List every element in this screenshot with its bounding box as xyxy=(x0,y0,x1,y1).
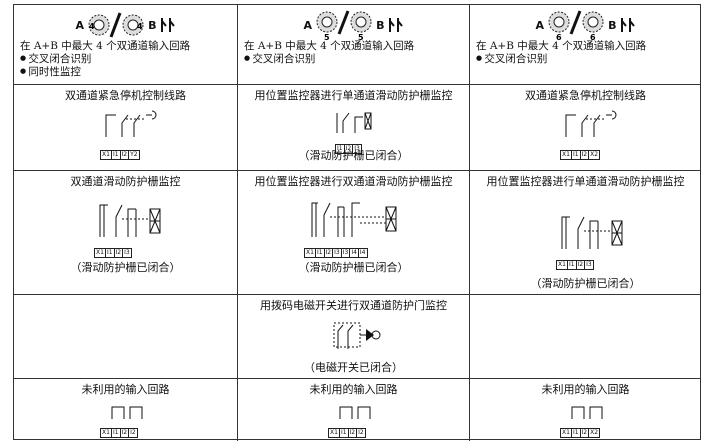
dial-b-number: 6 xyxy=(590,33,596,40)
cell-title: 用位置监控器进行双通道滑动防护栅监控 xyxy=(254,175,453,188)
magnetic-switch-diagram xyxy=(333,322,381,349)
label-b: B xyxy=(608,18,617,32)
label-b: B xyxy=(148,18,157,32)
terminal-label: I4 xyxy=(357,248,368,258)
empty-cell xyxy=(14,295,238,378)
jumper-diagram xyxy=(571,406,603,419)
state-note: （电磁开关已闭合） xyxy=(304,361,403,374)
state-note: （滑动防护栅已闭合） xyxy=(298,149,409,162)
dial-b-number: 4 xyxy=(137,22,143,31)
bullet-item: 交叉闭合识别 xyxy=(238,52,469,65)
contact-symbol-icon xyxy=(621,18,636,32)
dial-switches-icon: 6 6 xyxy=(548,10,604,40)
cell-title: 用位置监控器进行单通道滑动防护栅监控 xyxy=(254,89,453,102)
selector-icon-group: A 4 4 B xyxy=(14,10,237,40)
cell-title: 用拨码电磁开关进行双通道防护门监控 xyxy=(260,299,447,312)
header-text: 在 A+B 中最大 4 个双通道输入回路 xyxy=(476,40,647,52)
bullet-item: 交叉闭合识别 xyxy=(14,52,237,65)
position-monitor-diagram xyxy=(311,202,397,237)
terminal-label: Y2 xyxy=(128,150,140,160)
terminal-label: X2 xyxy=(588,150,601,160)
selector-icon-group: A 5 5 B xyxy=(238,10,469,40)
label-a: A xyxy=(535,18,545,32)
dial-switches-icon: 5 5 xyxy=(316,10,372,40)
jumper-diagram xyxy=(111,406,143,419)
state-note: （滑动防护栅已闭合） xyxy=(298,261,409,274)
state-note: （滑动防护栅已闭合） xyxy=(530,277,641,290)
bullet-item: 交叉闭合识别 xyxy=(470,52,701,65)
position-monitor-diagram xyxy=(336,112,372,133)
header-row: A 4 4 B 在 A+B 中最大 4 个双通道输入回路 交叉闭合识别 同时性监… xyxy=(14,5,700,85)
header-text: 在 A+B 中最大 4 个双通道输入回路 xyxy=(244,40,415,52)
terminal-label: I3 xyxy=(122,248,132,258)
emergency-stop-diagram xyxy=(105,110,157,137)
gate-switch-diagram xyxy=(99,204,161,237)
label-a: A xyxy=(303,18,313,32)
dial-switches-icon: 4 4 xyxy=(88,12,144,38)
terminal-label: I2 xyxy=(356,428,366,438)
coded-magnetic-switch-cell: 用拨码电磁开关进行双通道防护门监控 （电磁开关已闭合） xyxy=(238,295,470,378)
terminal-label: I2 xyxy=(128,428,138,438)
header-cell-3: A 6 6 B 在 A+B 中最大 4 个双通道输入回路 交叉闭合识别 xyxy=(470,5,701,84)
cell-title: 未利用的输入回路 xyxy=(81,383,170,396)
header-text: 在 A+B 中最大 4 个双通道输入回路 xyxy=(20,40,191,52)
cell-title: 未利用的输入回路 xyxy=(541,383,630,396)
header-cell-1: A 4 4 B 在 A+B 中最大 4 个双通道输入回路 交叉闭合识别 同时性监… xyxy=(14,5,238,84)
cell-title: 双通道滑动防护栅监控 xyxy=(70,175,181,188)
cell-title: 用位置监控器进行单通道滑动防护栅监控 xyxy=(486,175,685,188)
empty-cell xyxy=(470,295,701,378)
cell-title: 双通道紧急停机控制线路 xyxy=(525,89,646,102)
dial-b-number: 5 xyxy=(358,33,364,40)
cell-title: 未利用的输入回路 xyxy=(309,383,398,396)
cell-title: 双通道紧急停机控制线路 xyxy=(65,89,186,102)
contact-symbol-icon xyxy=(161,18,176,32)
dial-a-number: 4 xyxy=(89,22,95,31)
jumper-diagram xyxy=(339,406,371,419)
terminal-label: I3 xyxy=(584,260,594,270)
state-note: （滑动防护栅已闭合） xyxy=(70,261,181,274)
position-monitor-diagram xyxy=(561,216,623,249)
dial-a-number: 6 xyxy=(556,33,562,40)
wiring-table: A 4 4 B 在 A+B 中最大 4 个双通道输入回路 交叉闭合识别 同时性监… xyxy=(13,4,701,441)
selector-icon-group: A 6 6 B xyxy=(470,10,701,40)
contact-symbol-icon xyxy=(389,18,404,32)
emergency-stop-diagram xyxy=(565,110,617,137)
label-a: A xyxy=(75,18,85,32)
header-cell-2: A 5 5 B 在 A+B 中最大 4 个双通道输入回路 交叉闭合识别 xyxy=(238,5,470,84)
terminal-label: I3 xyxy=(352,144,362,154)
circuit-row-4: 用拨码电磁开关进行双通道防护门监控 （电磁开关已闭合） xyxy=(14,295,700,379)
label-b: B xyxy=(376,18,385,32)
terminal-label: X2 xyxy=(588,428,601,438)
dial-a-number: 5 xyxy=(324,33,330,40)
bullet-item: 同时性监控 xyxy=(14,65,237,78)
